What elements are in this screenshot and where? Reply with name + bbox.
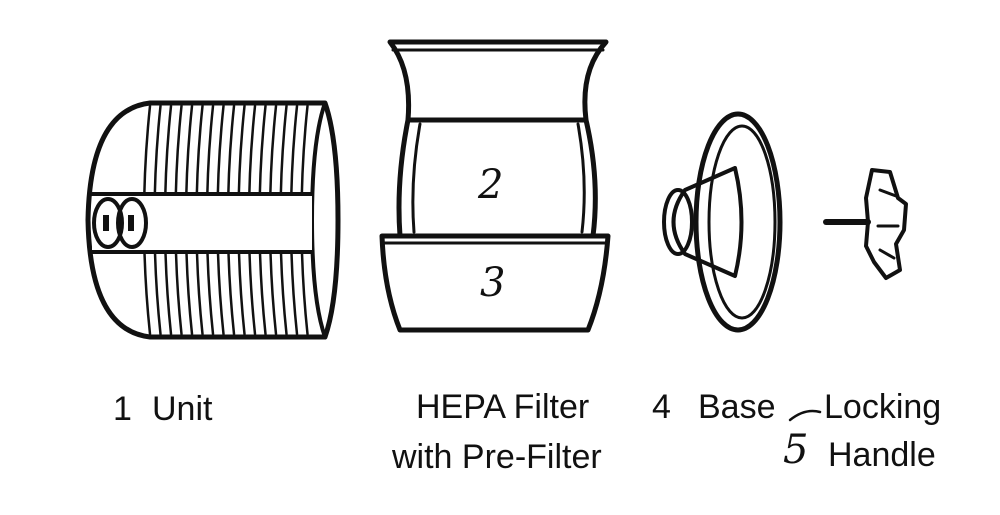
locking-handle-drawing	[823, 168, 908, 280]
hepa-filter-label-line1: HEPA Filter	[416, 388, 589, 426]
unit-label: Unit	[152, 390, 213, 428]
hepa-filter-drawing	[379, 39, 611, 333]
locking-handle-number: 5	[783, 427, 808, 473]
locking-handle-label-line1: Locking	[824, 388, 941, 426]
base-number: 4	[652, 388, 671, 426]
unit-drawing	[85, 100, 341, 340]
hepa-filter-label-line2: with Pre-Filter	[391, 438, 602, 476]
part-number-3: 3	[480, 260, 505, 306]
base-drawing	[662, 111, 783, 333]
locking-handle-label-line2: Handle	[828, 436, 936, 474]
base-label: Base	[698, 388, 776, 426]
unit-number: 1	[113, 390, 132, 428]
part-number-2: 2	[477, 162, 503, 208]
